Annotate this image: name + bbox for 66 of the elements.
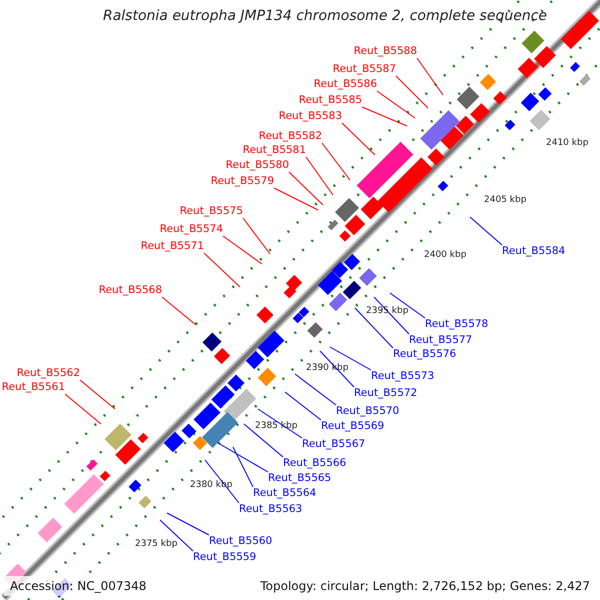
leader-line [330, 346, 372, 370]
leader-line [306, 156, 334, 196]
gene-label: Reut_B5574 [160, 223, 223, 236]
gene-label: Reut_B5573 [371, 370, 434, 383]
leader-line [288, 172, 324, 206]
gene-label: Reut_B5565 [268, 472, 332, 485]
gene-label: Reut_B5566 [283, 457, 346, 470]
leader-line [374, 296, 410, 334]
gene-label: Reut_B5571 [140, 240, 204, 253]
leader-line [416, 58, 444, 96]
gene-label: Reut_B5569 [321, 420, 384, 433]
leader-line [354, 308, 394, 348]
leader-line [204, 460, 240, 504]
gene-label: Reut_B5559 [193, 551, 256, 564]
leader-line [160, 520, 194, 552]
leader-line [376, 90, 416, 118]
gene-label: Reut_B5584 [502, 245, 566, 258]
gene-label: Reut_B5579 [210, 175, 274, 188]
gene-label: Reut_B5582 [258, 130, 322, 143]
leader-line [222, 236, 262, 264]
gene-label: Reut_B5570 [336, 405, 400, 418]
leader-line [258, 408, 302, 438]
scale-label: 2410 kbp [546, 137, 588, 150]
scale-label: 2395 kbp [366, 305, 408, 318]
leader-line [232, 446, 254, 488]
gene-label: Reut_B5572 [354, 387, 418, 400]
scale-label: 2400 kbp [424, 249, 466, 262]
leader-line [284, 392, 322, 420]
gene-label: Reut_B5575 [180, 205, 243, 218]
leader-line [64, 394, 102, 424]
leader-line [342, 122, 376, 156]
scale-label: 2375 kbp [135, 538, 178, 551]
leader-line [162, 296, 196, 326]
leader-line [166, 512, 210, 536]
gene-label: Reut_B5567 [302, 438, 366, 451]
leader-line [322, 142, 350, 180]
gene-label: Reut_B5576 [393, 348, 456, 361]
gene-label: Reut_B5577 [409, 334, 472, 347]
leader-line [80, 380, 116, 410]
gene-label: Reut_B5578 [425, 318, 488, 331]
leader-line [242, 218, 270, 254]
gene-label: Reut_B5585 [298, 94, 362, 107]
title: Ralstonia eutropha JMP134 chromosome 2, complete sequence [102, 10, 548, 23]
gene-label: Reut_B5560 [209, 535, 272, 548]
leader-line [274, 188, 318, 210]
gene-label: Reut_B5561 [2, 381, 65, 394]
leader-line [470, 216, 502, 246]
leader-line [320, 350, 354, 388]
leader-line [294, 374, 336, 406]
gene-label: Reut_B5588 [354, 45, 417, 58]
gene-label: Reut_B5580 [226, 159, 289, 172]
leader-line [396, 76, 428, 108]
gene-label: Reut_B5583 [278, 110, 342, 123]
scale-label: 2405 kbp [484, 194, 526, 207]
leader-line [244, 424, 284, 458]
gene-label: Reut_B5563 [239, 503, 302, 516]
leader-line [362, 106, 408, 126]
gene-label: Reut_B5581 [242, 144, 306, 157]
gene-label: Reut_B5562 [16, 367, 80, 380]
gene-label: Reut_B5586 [314, 78, 377, 91]
leader-line [218, 442, 268, 472]
gene-label: Reut_B5587 [332, 63, 396, 76]
gene-label: Reut_B5568 [98, 284, 162, 297]
gene-label: Reut_B5564 [253, 487, 316, 500]
leader-line [390, 292, 426, 318]
leader-line [204, 252, 240, 288]
